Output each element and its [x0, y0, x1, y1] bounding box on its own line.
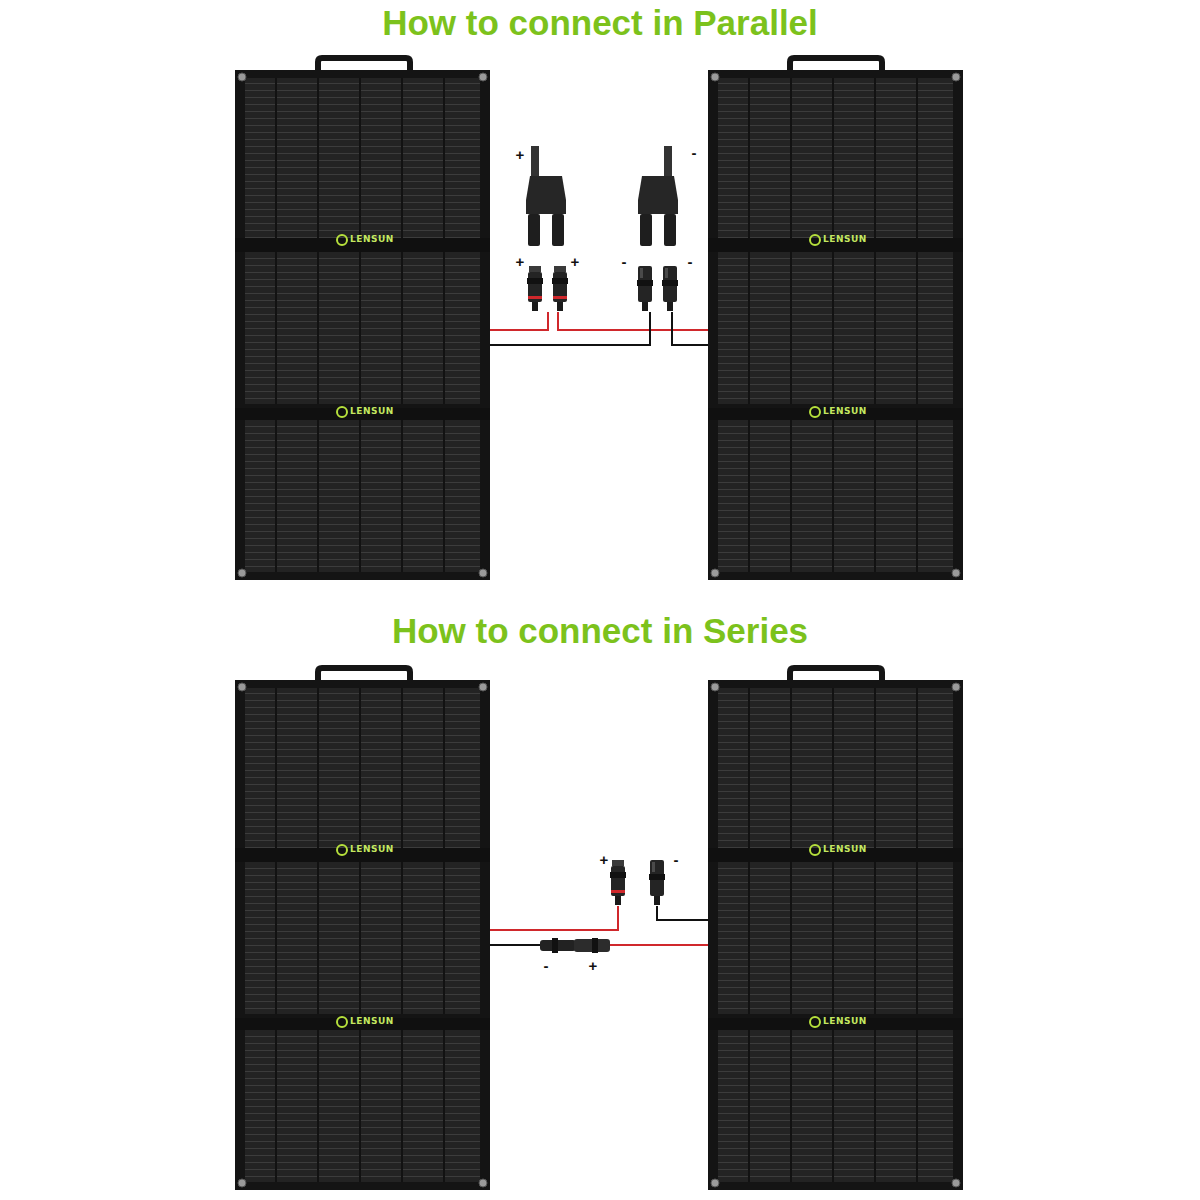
panel-cells — [718, 252, 953, 404]
brand-logo-text: LENSUN — [350, 406, 394, 417]
panel-cells — [718, 420, 953, 572]
panel-cells — [718, 688, 953, 848]
brand-logo-text: LENSUN — [823, 234, 867, 245]
section-heading: How to connect in Parallel — [0, 2, 1200, 44]
brand-logo-text: LENSUN — [823, 406, 867, 417]
panel-cells — [245, 420, 480, 572]
brand-logo-text: LENSUN — [350, 234, 394, 245]
polarity-sign: - — [622, 254, 627, 270]
cable-wire — [490, 312, 650, 345]
solar-panel-drawing — [708, 680, 963, 1190]
panel-frame — [708, 70, 963, 580]
joined-connector — [540, 938, 610, 953]
grommet — [952, 569, 960, 577]
panel-cells — [718, 1030, 953, 1182]
logo-ring — [337, 407, 347, 417]
plug-positive — [552, 266, 568, 311]
grommet — [479, 73, 487, 81]
grommet — [952, 683, 960, 691]
cable-connection — [490, 312, 708, 345]
polarity-sign: - — [692, 145, 697, 161]
cable-wire — [558, 312, 708, 330]
y-leg — [552, 214, 564, 246]
free-lead-wire — [657, 906, 708, 920]
connector-half — [574, 939, 610, 952]
brand-logo-text: LENSUN — [823, 1016, 867, 1027]
y-body — [638, 176, 678, 214]
grommet — [238, 73, 246, 81]
brand-logo-text: LENSUN — [350, 844, 394, 855]
grommet — [238, 683, 246, 691]
panel-cells — [718, 78, 953, 238]
panel-cells — [245, 1030, 480, 1182]
cable-connection — [490, 312, 708, 330]
solar-panel: LENSUN LENSUN — [235, 70, 490, 580]
solar-panel: LENSUN LENSUN — [708, 70, 963, 580]
y-branch-positive — [526, 146, 566, 246]
plug-negative — [662, 266, 678, 311]
logo-ring — [810, 407, 820, 417]
polarity-sign: - — [544, 958, 549, 974]
plug-negative — [637, 266, 653, 311]
cable-wire — [490, 312, 548, 330]
plug-positive — [527, 266, 543, 311]
connector-nut — [592, 938, 598, 953]
brand-logo-text: LENSUN — [823, 844, 867, 855]
grommet — [238, 569, 246, 577]
grommet — [479, 1179, 487, 1187]
y-stem — [531, 146, 539, 176]
brand-logo-text: LENSUN — [350, 1016, 394, 1027]
section-heading: How to connect in Series — [0, 610, 1200, 652]
grommet — [711, 73, 719, 81]
free-lead-wire — [490, 906, 618, 930]
panel-cells — [718, 862, 953, 1014]
polarity-sign: + — [600, 852, 609, 868]
y-leg — [664, 214, 676, 246]
y-stem — [664, 146, 672, 176]
y-branch-negative — [638, 146, 678, 246]
y-body — [526, 176, 566, 214]
logo-ring — [810, 1017, 820, 1027]
grommet — [952, 73, 960, 81]
y-leg — [640, 214, 652, 246]
panel-cells — [245, 252, 480, 404]
polarity-sign: + — [516, 254, 525, 270]
panel-frame — [708, 680, 963, 1190]
panel-frame — [235, 680, 490, 1190]
grommet — [711, 569, 719, 577]
solar-panel-drawing — [235, 680, 490, 1190]
plug-negative — [649, 860, 665, 905]
grommet — [952, 1179, 960, 1187]
panel-frame — [235, 70, 490, 580]
polarity-sign: - — [674, 852, 679, 868]
grommet — [711, 1179, 719, 1187]
logo-ring — [337, 1017, 347, 1027]
panel-cells — [245, 862, 480, 1014]
plug-positive — [610, 860, 626, 905]
polarity-sign: - — [688, 254, 693, 270]
cable-wire — [672, 312, 708, 345]
logo-ring — [337, 845, 347, 855]
grommet — [711, 683, 719, 691]
polarity-sign: + — [589, 958, 598, 974]
solar-panel: LENSUN LENSUN — [708, 680, 963, 1190]
logo-ring — [810, 235, 820, 245]
grommet — [479, 683, 487, 691]
grommet — [238, 1179, 246, 1187]
polarity-sign: + — [516, 147, 525, 163]
polarity-sign: + — [571, 254, 580, 270]
connector-nut — [552, 938, 558, 953]
logo-ring — [810, 845, 820, 855]
panel-cells — [245, 688, 480, 848]
solar-panel: LENSUN LENSUN — [235, 680, 490, 1190]
panel-cells — [245, 78, 480, 238]
logo-ring — [337, 235, 347, 245]
grommet — [479, 569, 487, 577]
solar-panel-drawing — [235, 70, 490, 580]
solar-panel-drawing — [708, 70, 963, 580]
y-leg — [528, 214, 540, 246]
